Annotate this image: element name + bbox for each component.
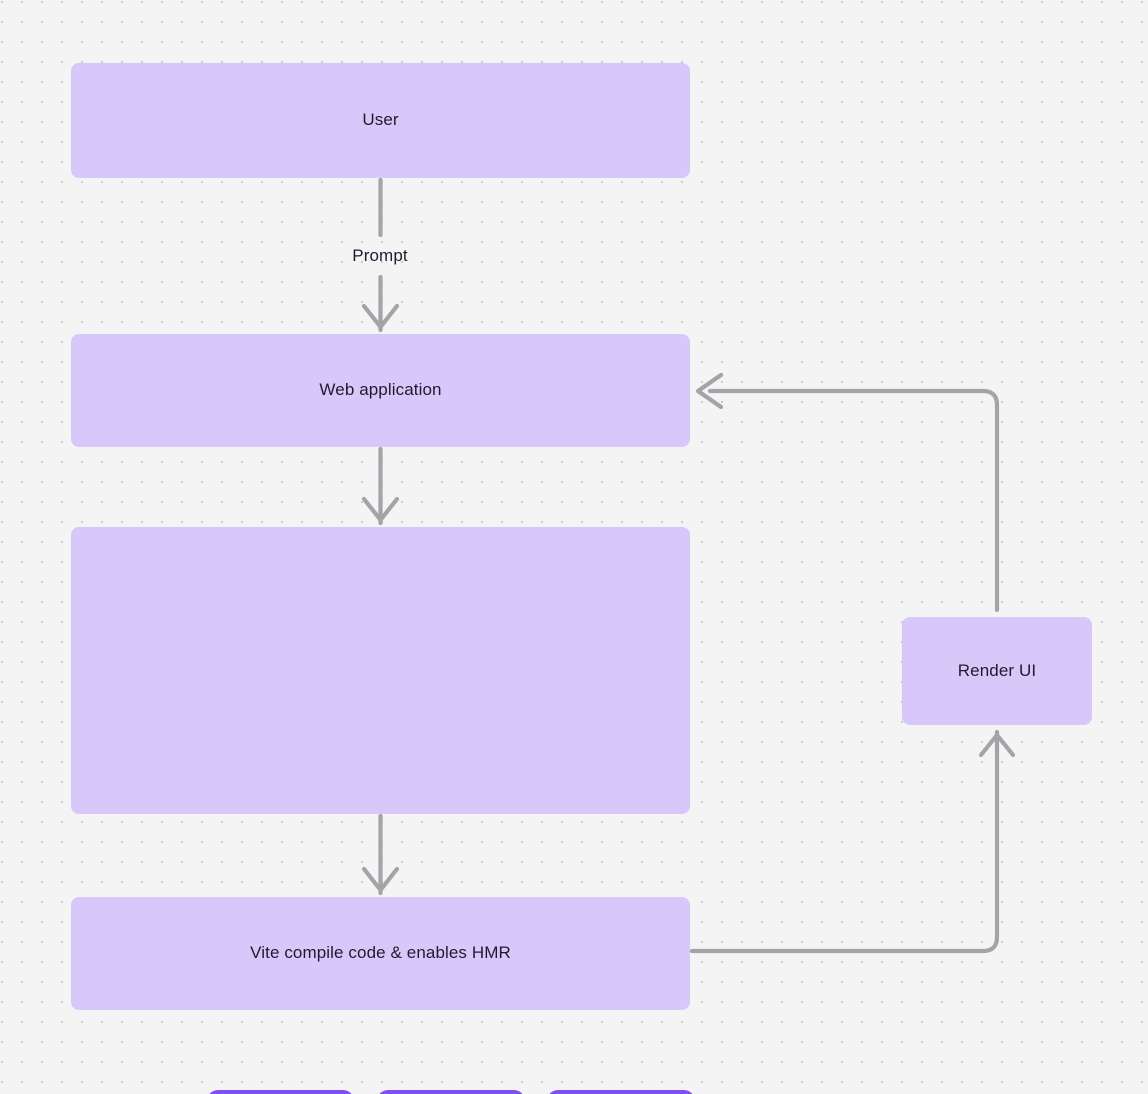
edge-label-prompt: Prompt — [352, 246, 408, 265]
arrowhead-down-web-application — [361, 303, 400, 330]
node-web-application[interactable]: Web application — [71, 334, 690, 447]
node-react-components[interactable]: HTML = structure CSS = Styles & Layouts … — [71, 527, 695, 1094]
node-render-ui-label: Render UI — [957, 660, 1037, 680]
node-web-application-label: Web application — [319, 380, 442, 400]
chip-javascript[interactable]: Javascript = Interactivity — [547, 1090, 695, 1094]
edge-render-ui-to-web-application — [707, 388, 1000, 613]
node-user-label: User — [362, 110, 399, 130]
edge-vite-to-render-ui — [689, 729, 1000, 954]
chip-css[interactable]: CSS = Styles & Layouts — [377, 1090, 525, 1094]
node-vite-label: Vite compile code & enables HMR — [250, 943, 511, 963]
arrowhead-up-render-ui — [978, 732, 1016, 758]
arrowhead-down-components — [361, 496, 400, 523]
node-user[interactable]: User — [71, 63, 690, 178]
node-render-ui[interactable]: Render UI — [902, 617, 1092, 725]
node-vite[interactable]: Vite compile code & enables HMR — [71, 897, 690, 1010]
arrowhead-left-web-application — [695, 372, 724, 410]
chip-html[interactable]: HTML = structure — [207, 1090, 354, 1094]
arrowhead-down-vite — [361, 866, 400, 893]
